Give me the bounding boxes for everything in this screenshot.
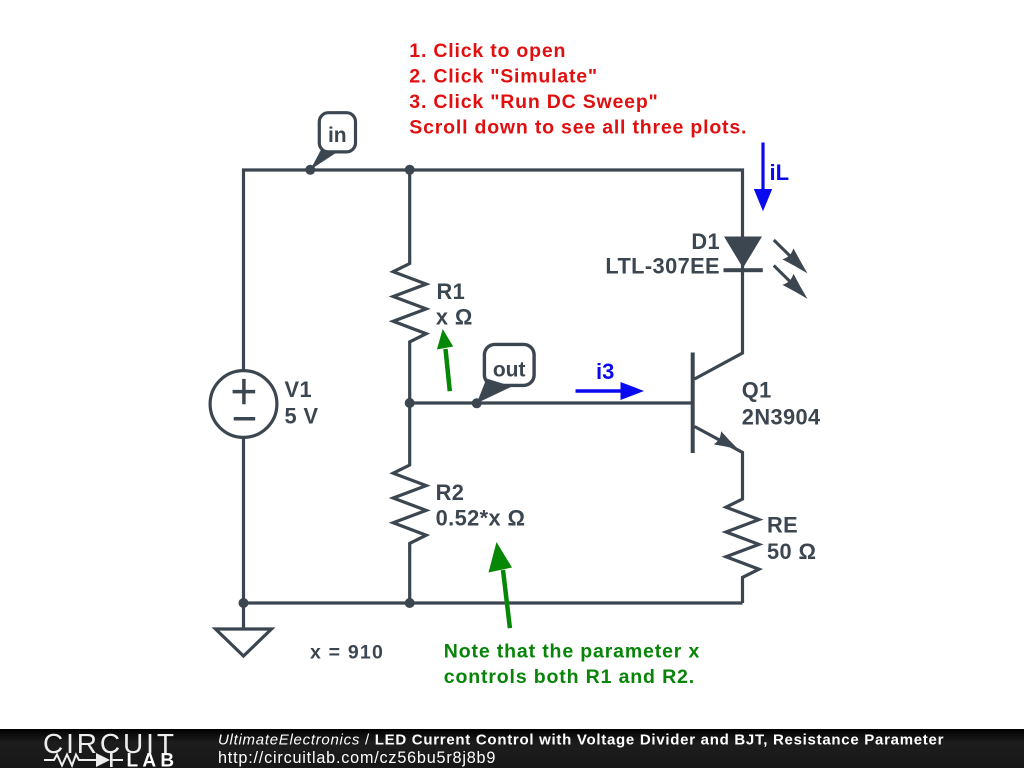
svg-text:RE: RE xyxy=(767,513,798,538)
svg-text:http://circuitlab.com/cz56bu5r: http://circuitlab.com/cz56bu5r8j8b9 xyxy=(218,749,496,767)
svg-text:CIRCUIT: CIRCUIT xyxy=(43,728,177,759)
svg-text:3. Click "Run DC Sweep": 3. Click "Run DC Sweep" xyxy=(409,91,658,113)
svg-text:5 V: 5 V xyxy=(285,404,319,429)
svg-text:i3: i3 xyxy=(596,359,614,384)
svg-text:2. Click "Simulate": 2. Click "Simulate" xyxy=(409,66,598,88)
svg-text:iL: iL xyxy=(770,160,790,185)
svg-text:2N3904: 2N3904 xyxy=(742,405,821,430)
svg-text:Note that the parameter x: Note that the parameter x xyxy=(444,640,700,662)
svg-text:controls both R1 and R2.: controls both R1 and R2. xyxy=(444,666,695,688)
svg-text:out: out xyxy=(493,359,526,382)
svg-text:LTL-307EE: LTL-307EE xyxy=(605,253,720,278)
svg-text:x = 910: x = 910 xyxy=(310,641,384,663)
svg-text:x Ω: x Ω xyxy=(436,304,473,329)
svg-text:LAB: LAB xyxy=(127,751,179,769)
svg-text:Q1: Q1 xyxy=(742,377,772,402)
svg-text:UltimateElectronics / LED Curr: UltimateElectronics / LED Current Contro… xyxy=(218,731,944,748)
svg-text:in: in xyxy=(328,124,347,147)
svg-text:50 Ω: 50 Ω xyxy=(767,539,816,564)
svg-text:Scroll down to see all three p: Scroll down to see all three plots. xyxy=(409,117,747,139)
svg-text:V1: V1 xyxy=(285,377,312,402)
svg-text:1. Click to open: 1. Click to open xyxy=(409,40,566,62)
svg-text:D1: D1 xyxy=(691,229,720,254)
svg-text:0.52*x Ω: 0.52*x Ω xyxy=(436,506,526,531)
svg-text:R1: R1 xyxy=(437,279,466,304)
svg-text:R2: R2 xyxy=(436,480,465,505)
